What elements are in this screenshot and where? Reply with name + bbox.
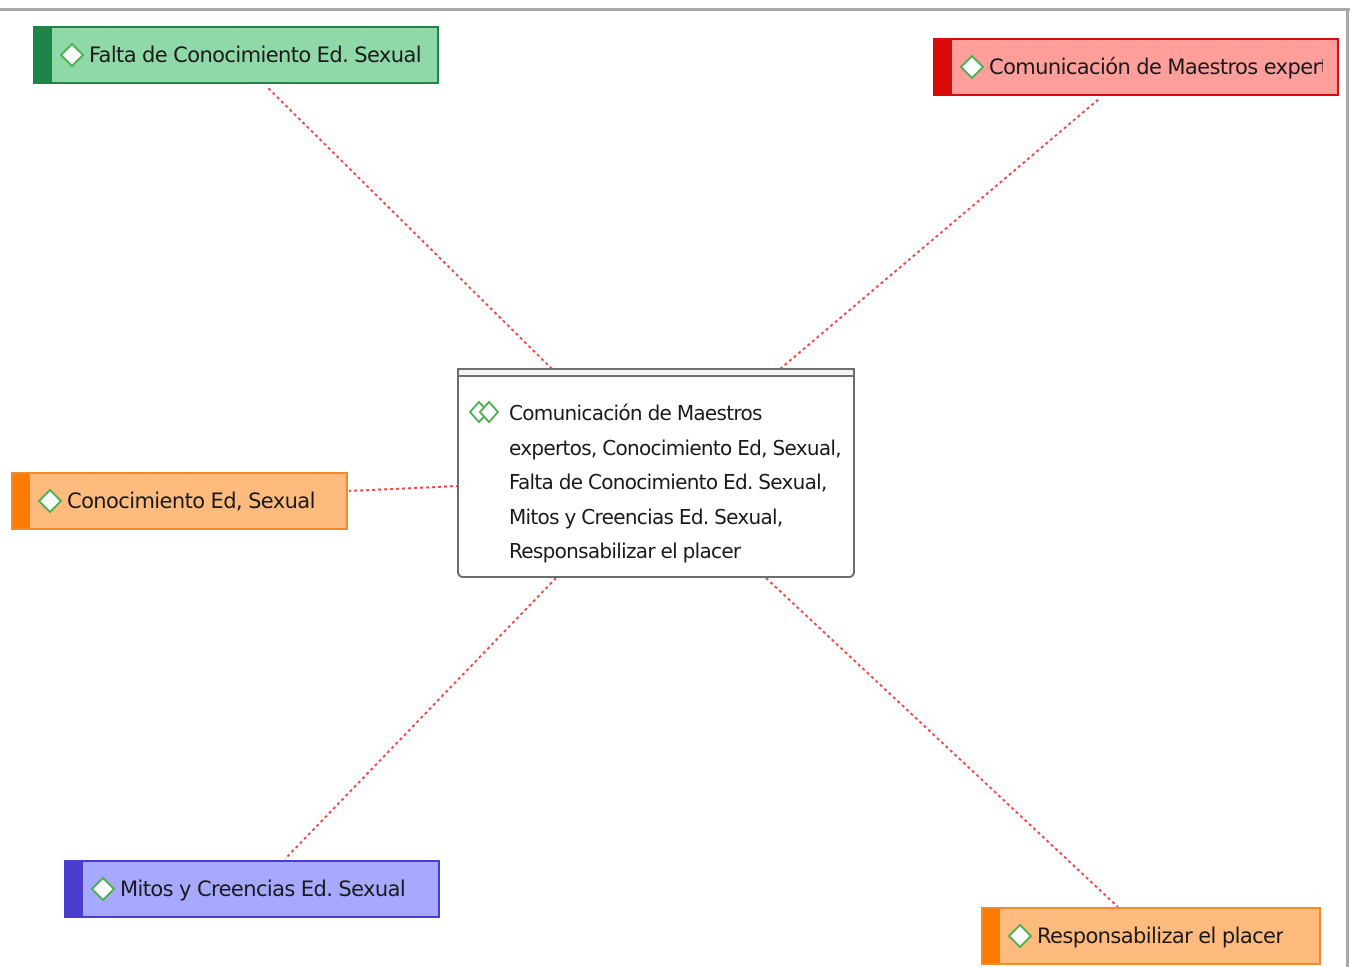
link-center-to-top-left[interactable] <box>265 85 553 370</box>
code-group-node[interactable]: Comunicación de Maestros expertos, Conoc… <box>457 368 855 578</box>
double-diamond-icon <box>469 400 500 424</box>
node-color-stripe <box>935 40 952 94</box>
node-color-stripe <box>35 28 52 82</box>
code-group-label: Comunicación de Maestros expertos, Conoc… <box>509 401 842 564</box>
link-center-to-bottom-left[interactable] <box>284 577 557 860</box>
node-label: Conocimiento Ed, Sexual <box>67 489 315 513</box>
node-title-bar <box>457 368 855 377</box>
code-node-comunicacion-de-maestros[interactable]: Comunicación de Maestros expertos <box>933 38 1339 96</box>
code-node-mitos-y-creencias[interactable]: Mitos y Creencias Ed. Sexual <box>64 860 440 918</box>
diamond-icon <box>1007 923 1033 949</box>
node-label: Responsabilizar el placer <box>1037 924 1284 948</box>
node-label: Comunicación de Maestros expertos <box>989 55 1323 79</box>
diamond-icon <box>959 54 985 80</box>
code-node-responsabilizar-el-placer[interactable]: Responsabilizar el placer <box>981 907 1321 965</box>
diamond-icon <box>59 42 85 68</box>
frame-right-border <box>1346 8 1349 967</box>
link-center-to-top-right[interactable] <box>779 97 1101 370</box>
link-center-to-bottom-right[interactable] <box>765 577 1119 908</box>
node-label: Falta de Conocimiento Ed. Sexual <box>89 43 421 67</box>
node-color-stripe <box>66 862 83 916</box>
diamond-icon <box>90 876 116 902</box>
link-center-to-middle-left[interactable] <box>348 485 460 492</box>
code-node-conocimiento-ed-sexual[interactable]: Conocimiento Ed, Sexual <box>11 472 348 530</box>
diamond-icon <box>37 488 63 514</box>
code-node-falta-de-conocimiento[interactable]: Falta de Conocimiento Ed. Sexual <box>33 26 439 84</box>
node-color-stripe <box>983 909 1000 963</box>
node-color-stripe <box>13 474 30 528</box>
node-label: Mitos y Creencias Ed. Sexual <box>120 877 406 901</box>
frame-top-border <box>0 8 1350 11</box>
